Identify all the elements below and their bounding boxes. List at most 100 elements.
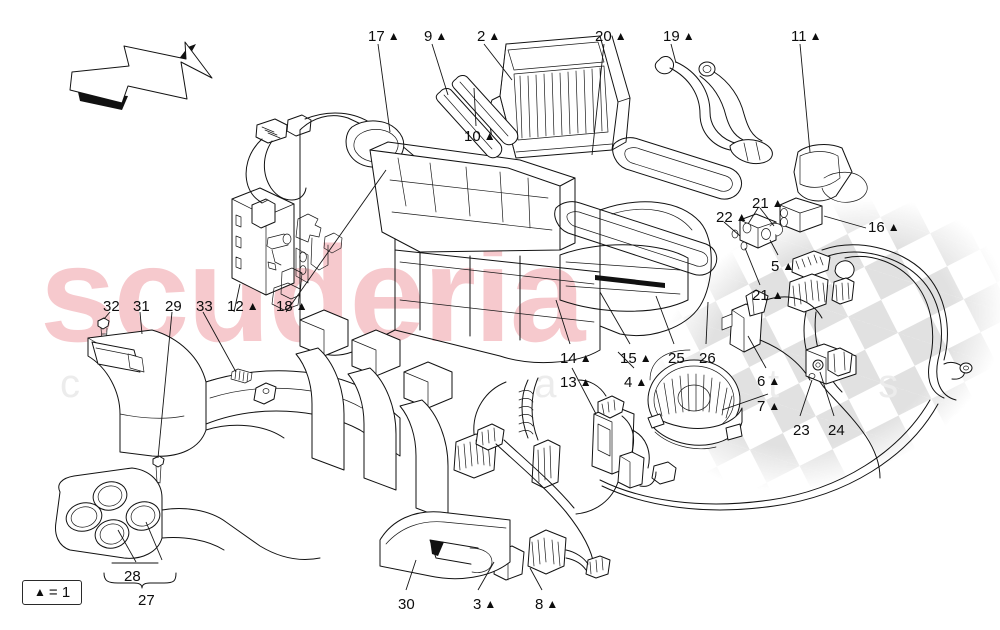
callout-number: 17 (368, 28, 385, 45)
callout-6: 6▲ (757, 374, 780, 389)
actuator-motor-assembly (232, 188, 294, 295)
legend-box: ▲= 1 (22, 580, 83, 605)
callout-number: 6 (757, 373, 766, 390)
callout-triangle-icon: ▲ (483, 129, 496, 143)
callout-30: 30 (398, 597, 415, 612)
legend-triangle-icon: ▲ (34, 585, 46, 599)
callout-21a: 21▲ (752, 196, 784, 211)
callout-number: 3 (473, 596, 482, 613)
callout-25: 25 (668, 351, 685, 366)
callout-triangle-icon: ▲ (484, 597, 497, 611)
ground-bracket-with-bolt (806, 344, 856, 384)
callout-leader-lines (104, 44, 866, 590)
callout-triangle-icon: ▲ (768, 374, 781, 388)
air-distribution-ducts (56, 310, 510, 579)
callout-triangle-icon: ▲ (771, 196, 784, 210)
callout-number: 27 (138, 592, 155, 609)
callout-triangle-icon: ▲ (782, 259, 795, 273)
callout-28: 28 (124, 569, 141, 584)
callout-triangle-icon: ▲ (887, 220, 900, 234)
callout-23: 23 (793, 423, 810, 438)
callout-7: 7▲ (757, 399, 780, 414)
callout-number: 29 (165, 298, 182, 315)
callout-19: 19▲ (663, 29, 695, 44)
callout-triangle-icon: ▲ (435, 29, 448, 43)
callout-26: 26 (699, 351, 716, 366)
upper-left-connector-harness (246, 113, 420, 203)
callout-22: 22▲ (716, 210, 748, 225)
callout-number: 16 (868, 219, 885, 236)
callout-number: 5 (771, 258, 780, 275)
callout-4: 4▲ (624, 375, 647, 390)
callout-31: 31 (133, 299, 150, 314)
wiring-harness-right (600, 245, 972, 510)
callout-triangle-icon: ▲ (809, 29, 822, 43)
callout-number: 28 (124, 568, 141, 585)
callout-number: 20 (595, 28, 612, 45)
callout-triangle-icon: ▲ (639, 351, 652, 365)
callout-18: 18▲ (276, 299, 308, 314)
callout-triangle-icon: ▲ (295, 299, 308, 313)
callout-number: 22 (716, 209, 733, 226)
legend-equals-text: = 1 (48, 584, 71, 601)
callout-number: 8 (535, 596, 544, 613)
callout-16: 16▲ (868, 220, 900, 235)
callout-number: 25 (668, 350, 685, 367)
callout-number: 30 (398, 596, 415, 613)
callout-number: 13 (560, 374, 577, 391)
callout-number: 33 (196, 298, 213, 315)
callout-13: 13▲ (560, 375, 592, 390)
hvac-housing-main-case (300, 116, 742, 363)
foam-air-duct (794, 145, 867, 203)
forward-direction-arrow-icon (70, 42, 212, 110)
callout-number: 19 (663, 28, 680, 45)
callout-33: 33 (196, 299, 213, 314)
callout-5: 5▲ (771, 259, 794, 274)
callout-number: 4 (624, 374, 633, 391)
callout-9: 9▲ (424, 29, 447, 44)
callout-triangle-icon: ▲ (771, 288, 784, 302)
callout-triangle-icon: ▲ (488, 29, 501, 43)
refrigerant-pipes (436, 75, 517, 157)
callout-number: 12 (227, 298, 244, 315)
callout-number: 23 (793, 422, 810, 439)
callout-number: 2 (477, 28, 486, 45)
callout-number: 11 (791, 28, 807, 45)
callout-11: 11▲ (791, 29, 821, 44)
callout-triangle-icon: ▲ (579, 351, 592, 365)
callout-number: 10 (464, 128, 481, 145)
callout-number: 9 (424, 28, 433, 45)
callout-29: 29 (165, 299, 182, 314)
callout-number: 21 (752, 195, 769, 212)
relay-solenoid (722, 290, 822, 380)
callout-triangle-icon: ▲ (546, 597, 559, 611)
callout-triangle-icon: ▲ (246, 299, 259, 313)
callout-number: 7 (757, 398, 766, 415)
callout-20: 20▲ (595, 29, 627, 44)
callout-number: 15 (620, 350, 637, 367)
callout-triangle-icon: ▲ (682, 29, 695, 43)
callout-number: 26 (699, 350, 716, 367)
callout-triangle-icon: ▲ (768, 399, 781, 413)
callout-24: 24 (828, 423, 845, 438)
callout-12: 12▲ (227, 299, 259, 314)
callout-3: 3▲ (473, 597, 496, 612)
callout-32: 32 (103, 299, 120, 314)
callout-27: 27 (138, 593, 155, 608)
callout-21b: 21▲ (752, 288, 784, 303)
callout-number: 21 (752, 287, 769, 304)
callout-8: 8▲ (535, 597, 558, 612)
blower-fan-motor (648, 350, 742, 449)
callout-triangle-icon: ▲ (635, 375, 648, 389)
callout-10: 10▲ (464, 129, 496, 144)
heater-hose-assembly (655, 56, 772, 163)
callout-triangle-icon: ▲ (579, 375, 592, 389)
callout-number: 24 (828, 422, 845, 439)
callout-number: 32 (103, 298, 120, 315)
callout-number: 31 (133, 298, 150, 315)
callout-2: 2▲ (477, 29, 500, 44)
callout-triangle-icon: ▲ (735, 210, 748, 224)
callout-14: 14▲ (560, 351, 592, 366)
